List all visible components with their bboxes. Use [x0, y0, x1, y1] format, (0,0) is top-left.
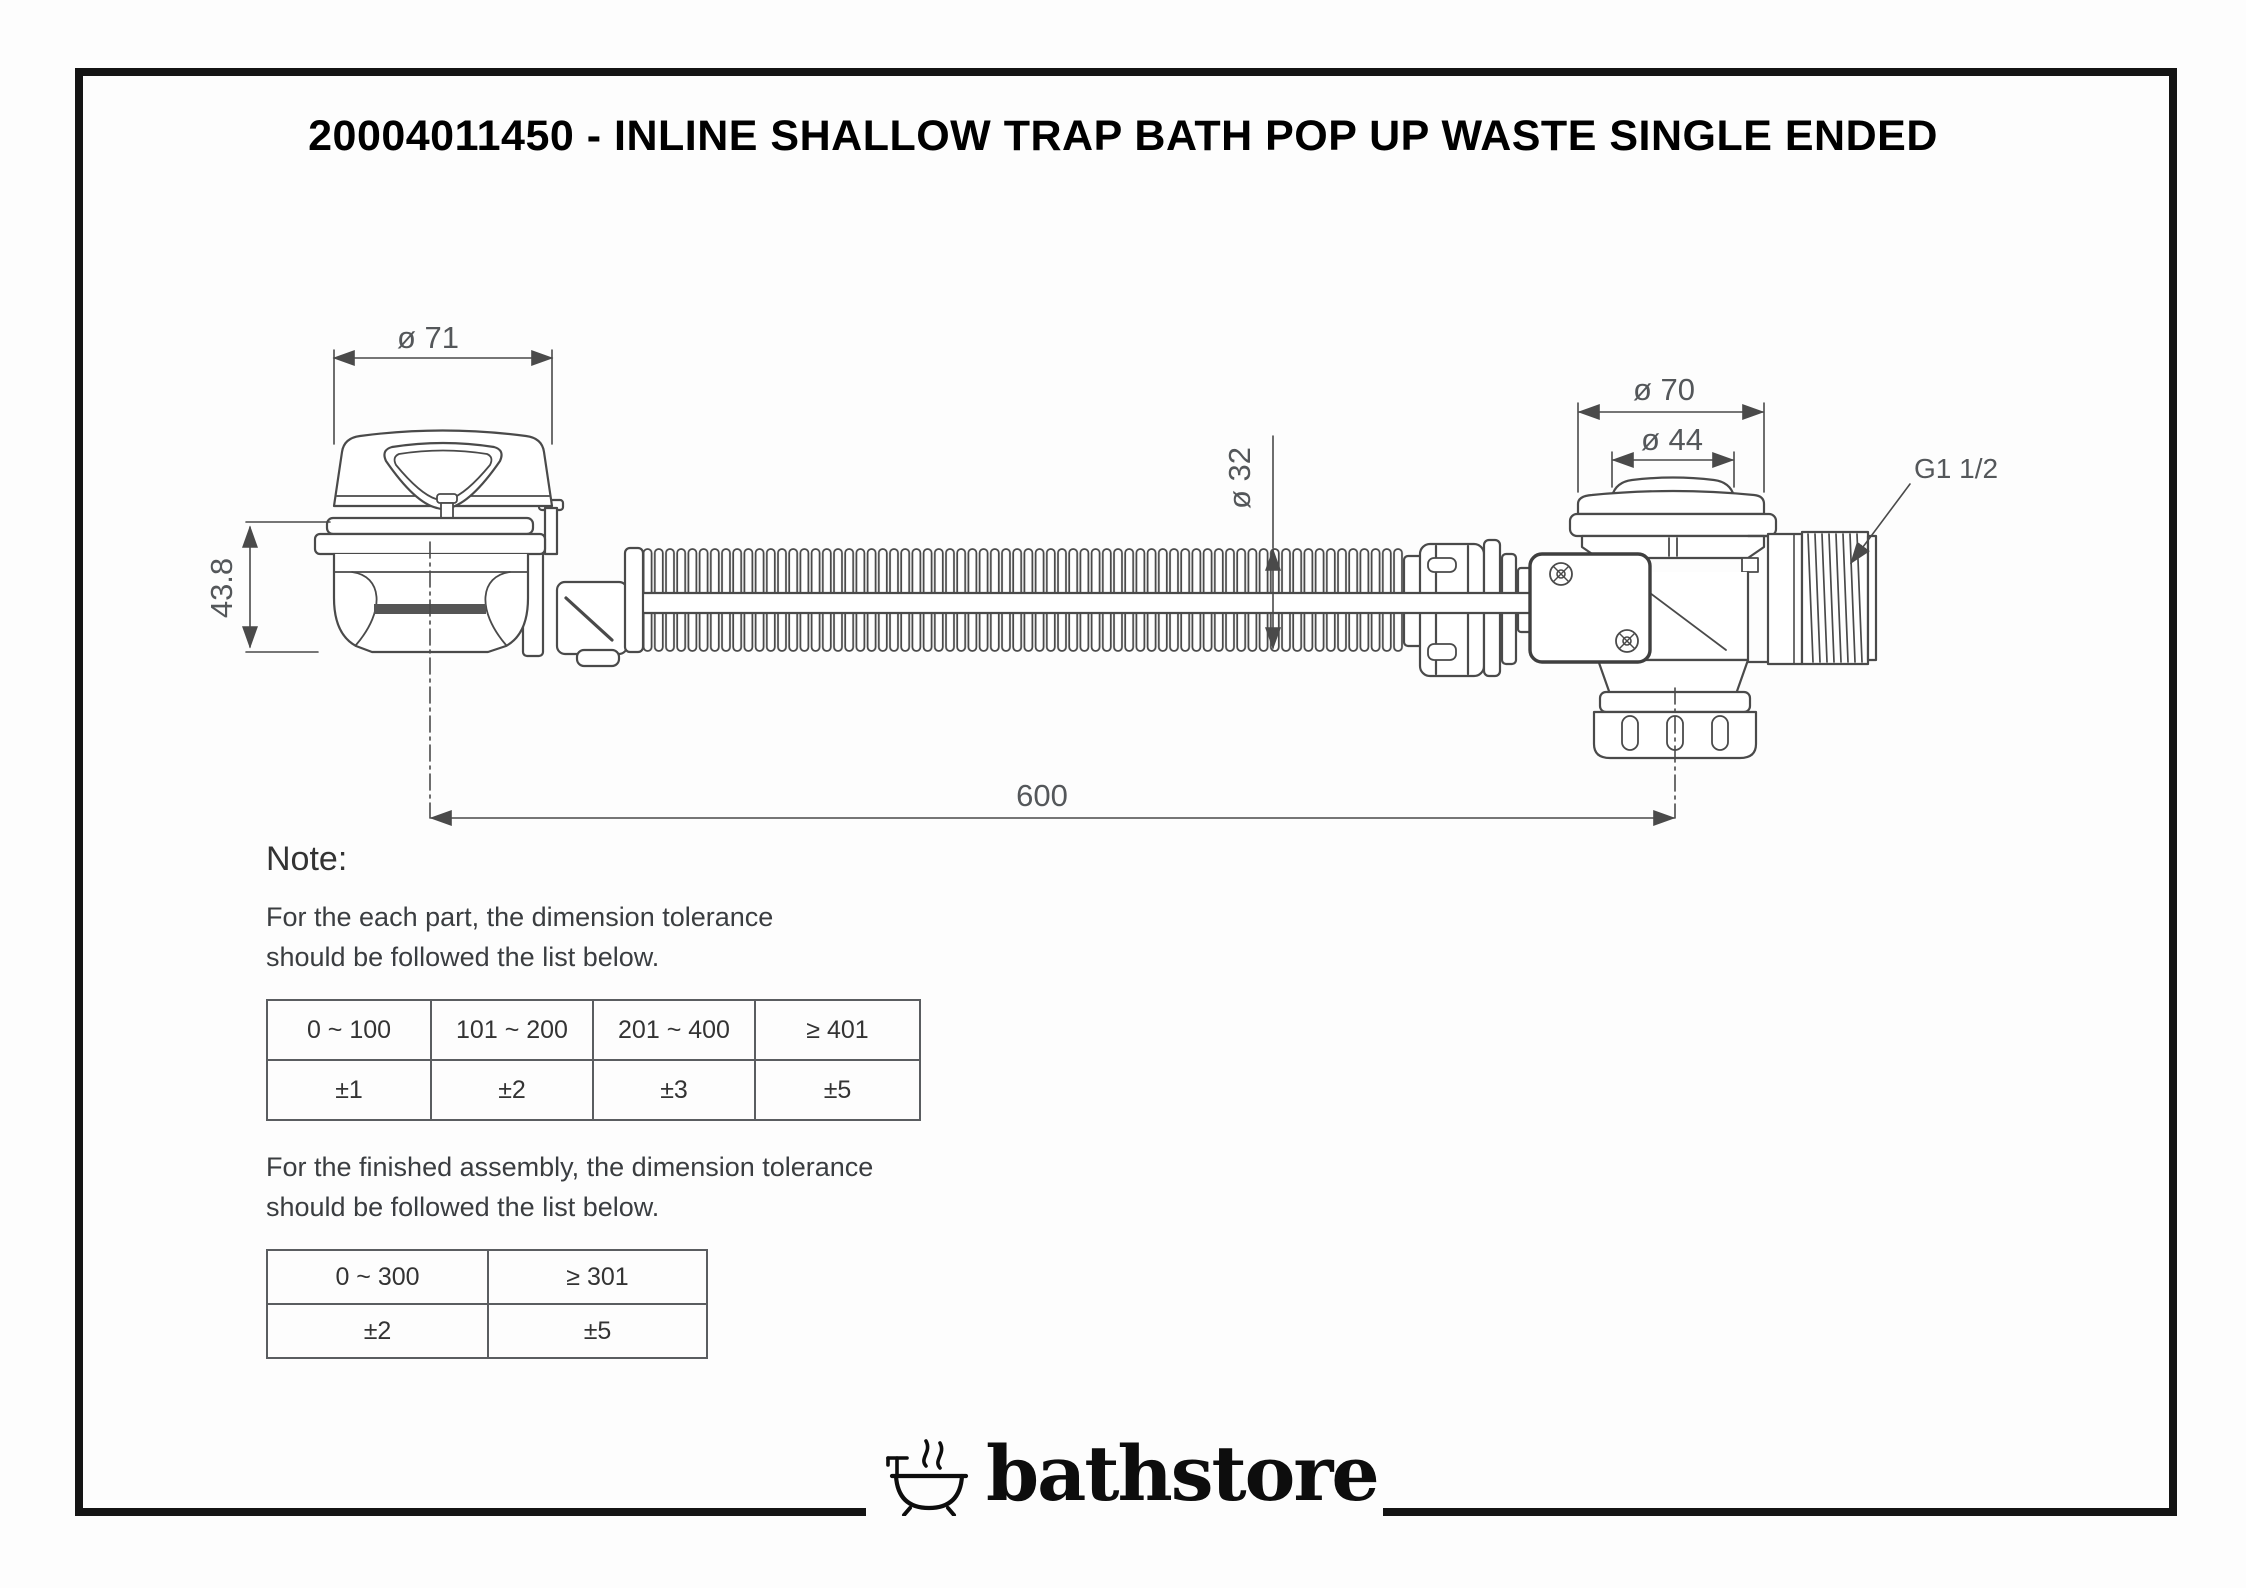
range-cell: 101 ~ 200	[430, 1001, 592, 1059]
table-row: 0 ~ 300 ≥ 301	[268, 1251, 706, 1303]
assembly-tolerance-table: 0 ~ 300 ≥ 301 ±2 ±5	[266, 1249, 708, 1359]
range-cell: 0 ~ 100	[306, 1015, 392, 1044]
dim-overflow-inner-diameter: ø 44	[1641, 422, 1703, 457]
frame-top	[75, 68, 2177, 76]
assembly-tolerance-intro: For the finished assembly, the dimension…	[266, 1147, 921, 1227]
frame-right	[2169, 68, 2177, 1516]
bathtub-icon	[886, 1439, 969, 1516]
table-row: ±2 ±5	[268, 1303, 706, 1357]
table-row: ±1 ±2 ±3 ±5	[268, 1059, 919, 1119]
tolerance-cell: ±1	[335, 1075, 363, 1104]
part-tolerance-intro: For the each part, the dimension toleran…	[266, 897, 921, 977]
tolerance-cell: ±2	[363, 1316, 392, 1345]
brand-footer: bathstore	[884, 1424, 1380, 1518]
frame-left	[75, 68, 83, 1516]
part-intro-line1: For the each part, the dimension toleran…	[266, 902, 774, 932]
range-cell: 0 ~ 300	[335, 1262, 420, 1291]
assembly-intro-line1: For the finished assembly, the dimension…	[266, 1152, 874, 1182]
dim-overflow-outer-diameter: ø 70	[1633, 372, 1695, 407]
part-tolerance-table: 0 ~ 100 101 ~ 200 201 ~ 400 ≥ 401 ±1 ±2 …	[266, 999, 921, 1121]
hose-inner-tube	[640, 591, 1537, 615]
dimension-lines	[242, 349, 1911, 826]
tolerance-cell: ±5	[487, 1305, 706, 1357]
dim-trap-height: 43.8	[204, 558, 239, 618]
overflow-junction-box	[1528, 552, 1652, 664]
frame-bottom-right	[1383, 1508, 2177, 1516]
range-cell: 201 ~ 400	[592, 1001, 754, 1059]
dim-overall-length: 600	[1016, 778, 1068, 813]
note-section: Note: For the each part, the dimension t…	[266, 840, 921, 1359]
dim-hose-diameter: ø 32	[1222, 447, 1257, 509]
tolerance-cell: ±2	[430, 1061, 592, 1119]
popup-plug-assembly	[313, 429, 645, 668]
brand-name: bathstore	[986, 1429, 1380, 1518]
note-heading: Note:	[266, 840, 348, 878]
centerlines	[429, 541, 1676, 819]
range-cell: ≥ 401	[754, 1001, 919, 1059]
tolerance-cell: ±5	[754, 1061, 919, 1119]
range-cell: ≥ 301	[487, 1251, 706, 1303]
tolerance-cell: ±3	[592, 1061, 754, 1119]
page-title: 20004011450 - INLINE SHALLOW TRAP BATH P…	[308, 112, 1938, 160]
table-row: 0 ~ 100 101 ~ 200 201 ~ 400 ≥ 401	[268, 1001, 919, 1059]
assembly-intro-line2: should be followed the list below.	[266, 1192, 660, 1222]
frame-bottom-left	[75, 1508, 866, 1516]
part-intro-line2: should be followed the list below.	[266, 942, 660, 972]
dim-plug-cap-diameter: ø 71	[397, 320, 459, 355]
dim-thread-spec: G1 1/2	[1914, 453, 1998, 484]
